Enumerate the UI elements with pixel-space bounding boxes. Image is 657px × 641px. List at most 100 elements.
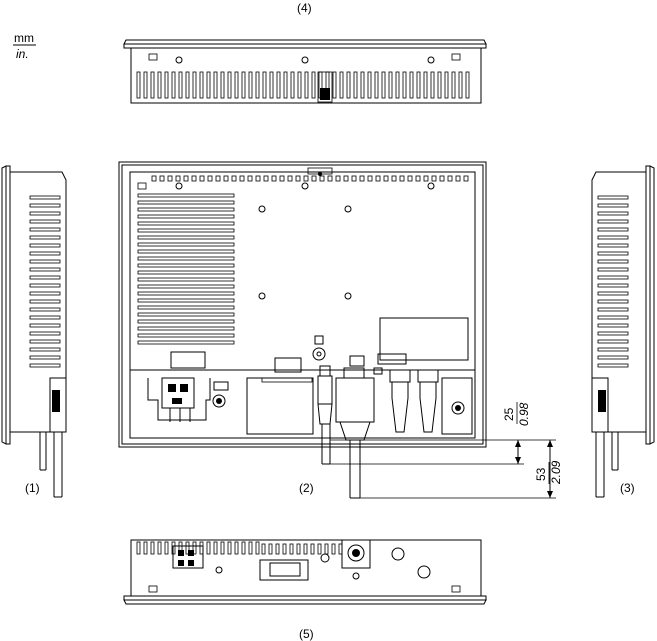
vent-slot <box>191 175 197 182</box>
vent-slot <box>262 71 267 99</box>
vent-slot <box>29 283 61 288</box>
vent-slot <box>137 207 235 212</box>
dim-25-in: 0.98 <box>517 402 531 426</box>
right-side-vents <box>597 195 629 368</box>
vent-slot <box>597 347 629 352</box>
vent-slot <box>29 275 61 280</box>
vent-slot <box>137 235 235 240</box>
vent-slot <box>283 71 288 99</box>
vent-slot <box>458 71 463 99</box>
vent-slot <box>351 175 357 182</box>
vent-slot <box>317 543 322 555</box>
vent-slot <box>597 235 629 240</box>
vent-slot <box>597 243 629 248</box>
vent-slot <box>248 541 253 555</box>
vent-slot <box>183 175 189 182</box>
vent-slot <box>29 355 61 360</box>
vent-slot <box>137 319 235 324</box>
vent-slot <box>399 175 405 182</box>
vent-slot <box>383 175 389 182</box>
vent-slot <box>213 71 218 99</box>
vent-slot <box>296 543 301 555</box>
vent-slot <box>597 227 629 232</box>
vent-slot <box>234 71 239 99</box>
vent-slot <box>247 175 253 182</box>
vent-slot <box>290 71 295 99</box>
top-screws <box>175 56 435 64</box>
vent-slot <box>29 243 61 248</box>
vent-slot <box>304 71 309 99</box>
vent-slot <box>248 71 253 99</box>
vent-slot <box>137 193 235 198</box>
vent-slot <box>423 175 429 182</box>
vent-slot <box>261 543 266 555</box>
rear-view <box>118 161 487 499</box>
vent-slot <box>319 175 325 182</box>
bottom-vents <box>136 541 343 555</box>
vent-slot <box>167 175 173 182</box>
vent-slot <box>29 339 61 344</box>
vent-slot <box>271 175 277 182</box>
vent-slot <box>597 203 629 208</box>
vent-slot <box>137 340 235 345</box>
vent-slot <box>227 71 232 99</box>
rear-top-vents <box>151 175 469 182</box>
vent-slot <box>137 256 235 261</box>
vent-slot <box>29 259 61 264</box>
vent-slot <box>137 291 235 296</box>
vent-slot <box>137 263 235 268</box>
vent-slot <box>263 175 269 182</box>
vent-slot <box>451 71 456 99</box>
vent-slot <box>597 307 629 312</box>
vent-slot <box>171 71 176 99</box>
vent-slot <box>234 541 239 555</box>
vent-slot <box>447 175 453 182</box>
vent-slot <box>192 541 197 555</box>
vent-slot <box>29 235 61 240</box>
serial-connector <box>335 377 375 423</box>
top-view <box>123 39 487 104</box>
rear-label-plate <box>379 317 469 361</box>
vent-slot <box>465 71 470 99</box>
vent-slot <box>215 175 221 182</box>
vent-slot <box>360 71 365 99</box>
vent-slot <box>29 267 61 272</box>
vent-slot <box>374 71 379 99</box>
vent-slot <box>137 298 235 303</box>
vent-slot <box>29 331 61 336</box>
vent-slot <box>223 175 229 182</box>
vent-slot <box>192 71 197 99</box>
vent-slot <box>213 541 218 555</box>
vent-slot <box>29 251 61 256</box>
vent-slot <box>287 175 293 182</box>
vent-slot <box>29 315 61 320</box>
vent-slot <box>239 175 245 182</box>
vent-slot <box>276 71 281 99</box>
vent-slot <box>136 541 141 555</box>
vent-slot <box>311 175 317 182</box>
vent-slot <box>431 175 437 182</box>
rear-bezel <box>118 161 487 448</box>
vent-slot <box>137 326 235 331</box>
vent-slot <box>388 71 393 99</box>
vent-slot <box>29 323 61 328</box>
vent-slot <box>137 221 235 226</box>
vent-slot <box>137 242 235 247</box>
vent-slot <box>29 307 61 312</box>
vent-slot <box>597 315 629 320</box>
vent-slot <box>289 543 294 555</box>
vent-slot <box>597 355 629 360</box>
rear-left-vents <box>137 193 235 345</box>
left-side-view <box>1 165 67 498</box>
vent-slot <box>150 71 155 99</box>
vent-slot <box>402 71 407 99</box>
vent-slot <box>207 175 213 182</box>
vent-slot <box>331 543 336 555</box>
vent-slot <box>29 347 61 352</box>
vent-slot <box>597 219 629 224</box>
top-view-body <box>130 47 482 104</box>
vent-slot <box>381 71 386 99</box>
vent-slot <box>295 175 301 182</box>
vent-slot <box>157 541 162 555</box>
dim-53-mm: 53 <box>534 467 548 481</box>
